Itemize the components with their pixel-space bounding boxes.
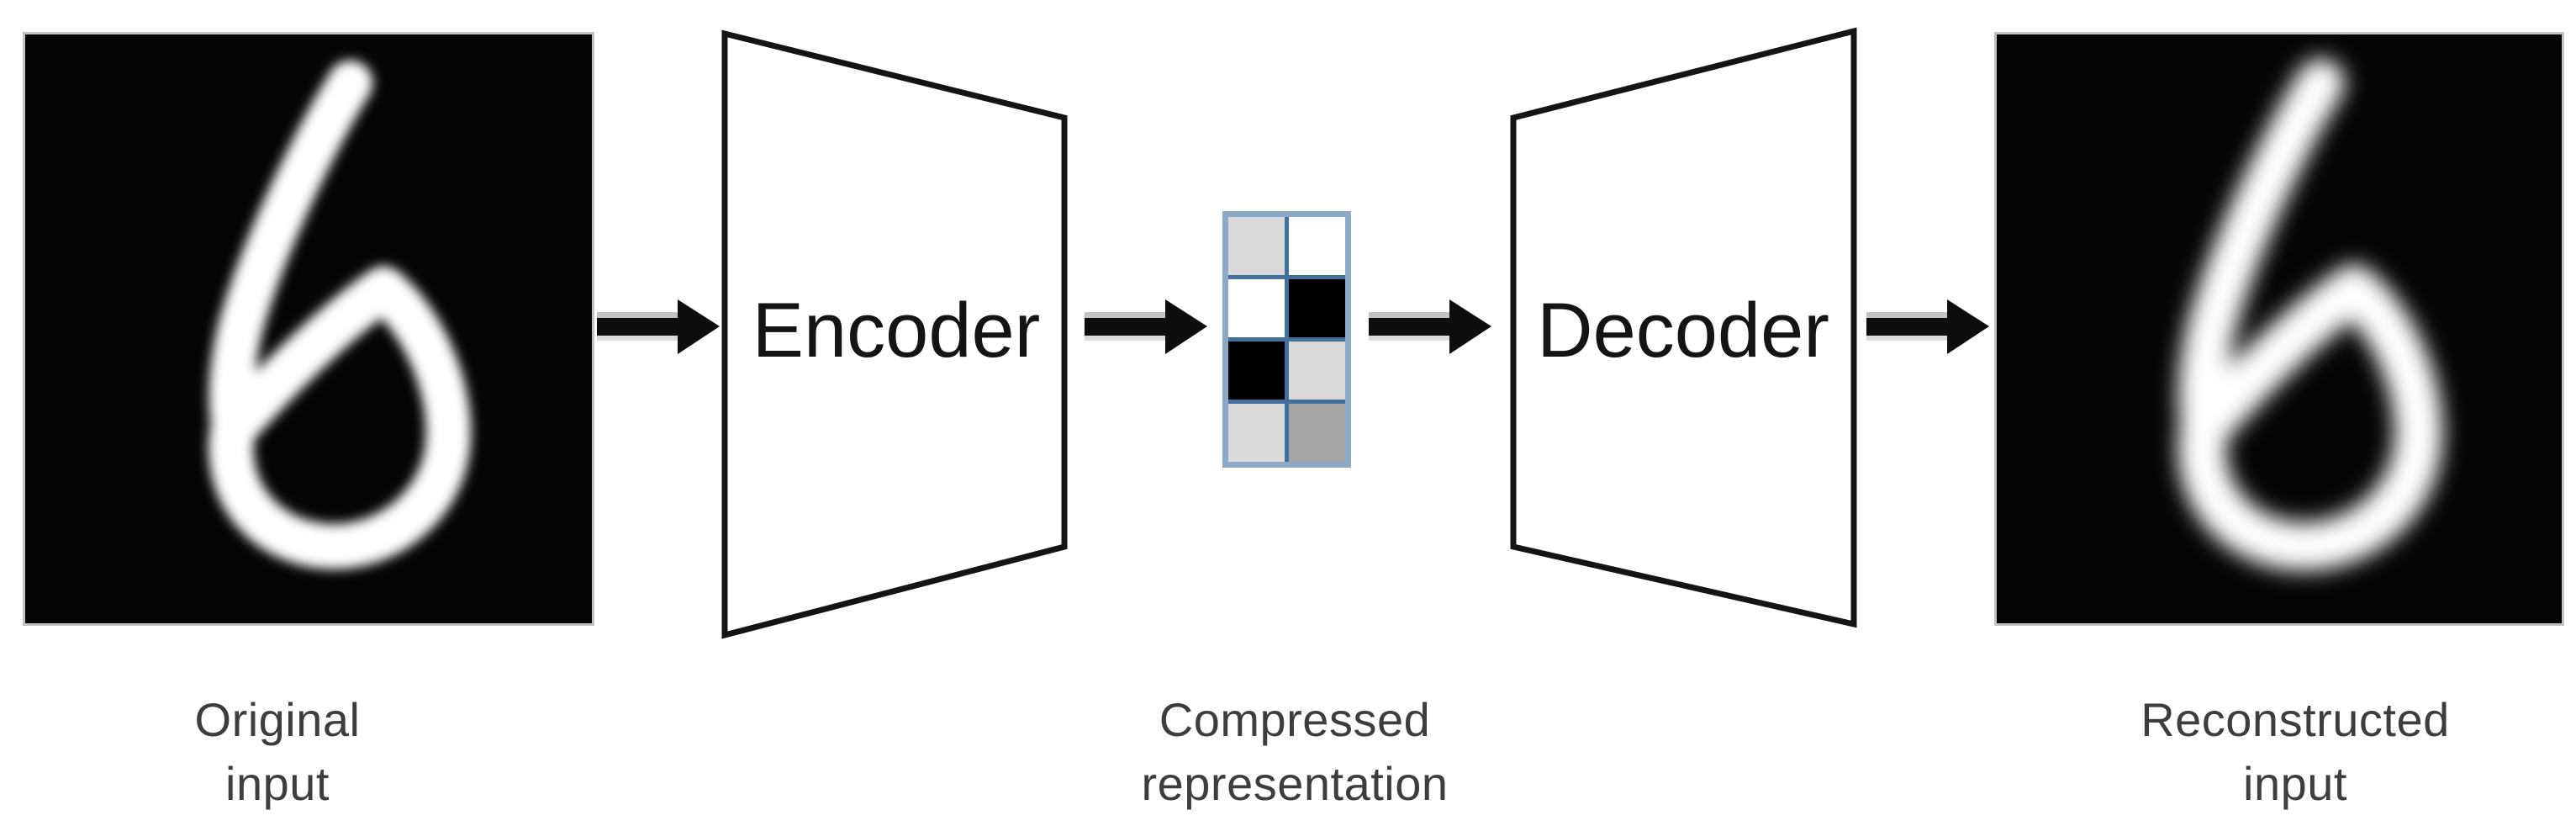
arrow-highlight	[597, 312, 681, 320]
arrow-head	[1947, 299, 1989, 354]
caption-line: representation	[1141, 757, 1449, 810]
arrow-head	[1449, 299, 1491, 354]
arrow-shadow	[1866, 335, 1950, 341]
decoder-label: Decoder	[1537, 288, 1829, 373]
grid-cell	[1228, 217, 1285, 275]
arrow-right-icon	[597, 299, 720, 354]
arrow-shaft	[1085, 318, 1170, 336]
arrow-shaft	[1369, 318, 1454, 336]
digit-six-stroke	[209, 60, 472, 569]
reconstructed-input-image	[1994, 32, 2564, 626]
grid-cell	[1228, 279, 1285, 337]
grid-cell	[1289, 404, 1345, 462]
grid-cell	[1289, 342, 1345, 400]
compressed-representation-caption: Compressed representation	[1085, 688, 1505, 816]
grid-cell	[1289, 279, 1345, 337]
grid-cell	[1228, 342, 1285, 400]
arrow-head	[1165, 299, 1207, 354]
grid-cell	[1289, 217, 1345, 275]
caption-line: input	[225, 757, 330, 810]
arrow-right-icon	[1085, 299, 1207, 354]
original-input-caption: Original input	[109, 688, 446, 816]
arrow-shadow	[1369, 335, 1453, 341]
encoder-node	[721, 29, 1068, 639]
encoder-shape	[721, 29, 1068, 639]
caption-line: Original	[194, 693, 361, 746]
arrow-highlight	[1866, 312, 1950, 320]
arrow-shadow	[597, 335, 681, 341]
caption-line: Reconstructed	[2141, 693, 2450, 746]
arrow-right-icon	[1369, 299, 1491, 354]
original-input-image	[23, 32, 594, 626]
arrow-head	[678, 299, 720, 354]
arrow-highlight	[1369, 312, 1453, 320]
decoder-node	[1510, 27, 1857, 628]
arrow-highlight	[1085, 312, 1169, 320]
arrow-shadow	[1085, 335, 1169, 341]
decoder-shape	[1510, 27, 1857, 628]
arrow-shaft	[1866, 318, 1952, 336]
caption-line: input	[2243, 757, 2347, 810]
caption-line: Compressed	[1159, 693, 1431, 746]
digit-six-glyph	[209, 60, 472, 569]
reconstructed-input-caption: Reconstructed input	[2068, 688, 2522, 816]
arrow-shaft	[597, 318, 683, 336]
digit-six-blurred-stroke	[2177, 58, 2443, 571]
compressed-representation-grid	[1222, 211, 1351, 468]
arrow-right-icon	[1866, 299, 1989, 354]
encoder-label: Encoder	[752, 288, 1041, 373]
grid-cell	[1228, 404, 1285, 462]
digit-six-blurred-glyph	[2177, 58, 2443, 571]
